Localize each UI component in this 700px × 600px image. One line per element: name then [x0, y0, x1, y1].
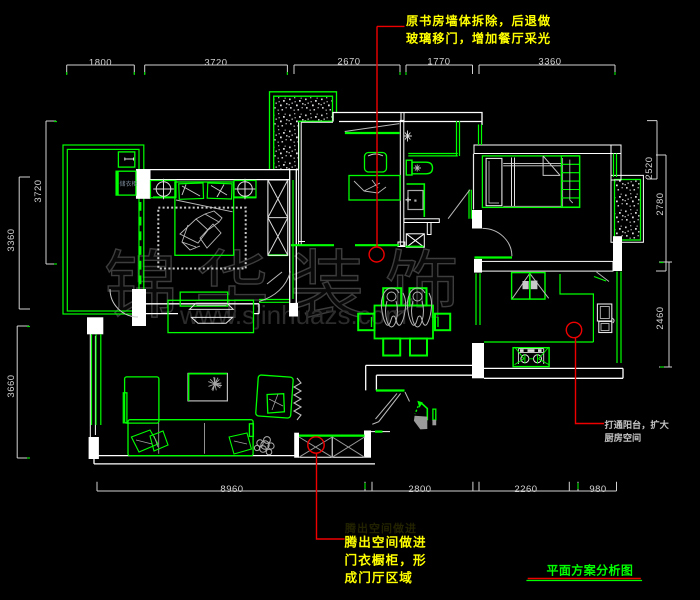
svg-text:1800: 1800: [89, 58, 112, 69]
svg-text:2460: 2460: [655, 306, 666, 329]
svg-text:1770: 1770: [427, 57, 450, 68]
svg-text:3660: 3660: [6, 374, 17, 397]
svg-text:储衣柜: 储衣柜: [120, 180, 138, 188]
svg-text:打通阳台，扩大: 打通阳台，扩大: [605, 419, 670, 430]
svg-text:2800: 2800: [408, 484, 431, 495]
svg-text:装: 装: [290, 244, 364, 327]
svg-text:门衣橱柜，形: 门衣橱柜，形: [345, 553, 427, 568]
svg-text:3360: 3360: [538, 57, 561, 68]
svg-text:原书房墙体拆除，后退做: 原书房墙体拆除，后退做: [406, 13, 551, 28]
svg-text:3720: 3720: [204, 58, 227, 69]
svg-text:2670: 2670: [337, 57, 360, 68]
svg-text:厨房空间: 厨房空间: [605, 432, 642, 443]
svg-text:平面方案分析图: 平面方案分析图: [547, 563, 634, 578]
svg-text:腾出空间做进: 腾出空间做进: [344, 535, 427, 550]
svg-text:2520: 2520: [644, 156, 655, 179]
svg-text:8960: 8960: [220, 484, 243, 495]
svg-text:腾出空间做进: 腾出空间做进: [345, 521, 417, 535]
svg-text:玻璃移门，增加餐厅采光: 玻璃移门，增加餐厅采光: [406, 31, 551, 46]
svg-text:980: 980: [589, 484, 606, 495]
svg-text:3360: 3360: [6, 228, 17, 251]
svg-text:2780: 2780: [655, 192, 666, 215]
svg-text:2260: 2260: [514, 484, 537, 495]
svg-text:成门厅区域: 成门厅区域: [345, 570, 413, 585]
svg-text:3720: 3720: [33, 179, 44, 202]
